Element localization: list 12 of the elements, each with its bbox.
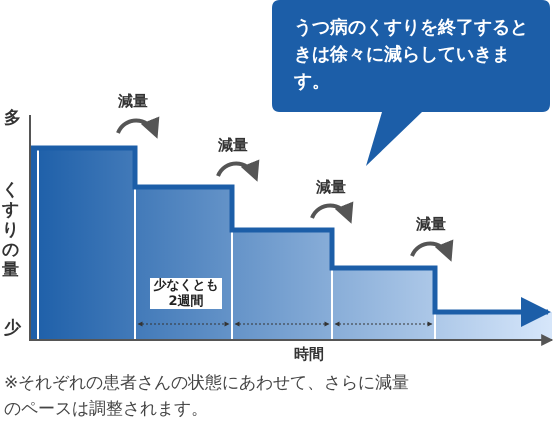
- axis-title: くすりの量: [2, 180, 20, 280]
- duration-label: 少なくとも2週間: [150, 278, 222, 310]
- callout-text: うつ病のくすりを終了するときは徐々に減らしていきます。: [294, 16, 529, 94]
- footnote: ※それぞれの患者さんの状態にあわせて、さらに減量のペースは調整されます。: [4, 372, 410, 421]
- speech-bubble: [272, 0, 550, 166]
- axis-label: 多: [4, 108, 21, 128]
- step-label: 減量: [316, 178, 346, 196]
- step-label: 減量: [118, 92, 148, 110]
- step-label: 減量: [416, 215, 446, 233]
- axis-label: 少: [4, 318, 21, 338]
- axis-title: 時間: [294, 345, 324, 363]
- step-label: 減量: [218, 136, 248, 154]
